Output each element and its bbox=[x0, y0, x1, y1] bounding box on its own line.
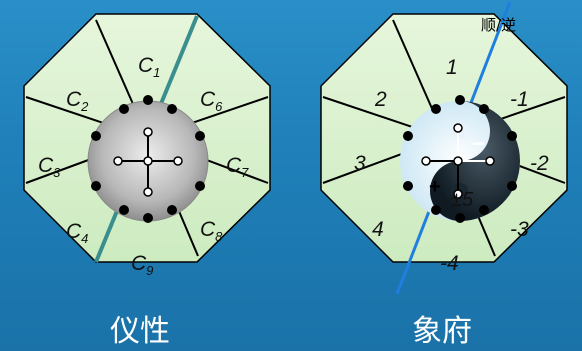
rim-dot bbox=[507, 181, 517, 191]
sector-subscript: 7 bbox=[241, 165, 249, 180]
rim-dot bbox=[455, 95, 465, 105]
cross-node bbox=[144, 188, 152, 196]
left-caption: 仪性 bbox=[110, 306, 170, 350]
center-plus-sign: + bbox=[429, 176, 441, 198]
sector-label: -3 bbox=[510, 218, 529, 241]
rim-dot bbox=[167, 104, 177, 114]
rim-dot bbox=[479, 104, 489, 114]
rim-dot bbox=[431, 205, 441, 215]
cross-node bbox=[422, 157, 430, 165]
center-value-label: ±5 bbox=[451, 189, 474, 211]
rim-dot bbox=[119, 205, 129, 215]
rim-dot bbox=[167, 205, 177, 215]
sector-label: 2 bbox=[374, 88, 387, 111]
sector-subscript: 6 bbox=[215, 99, 223, 114]
rim-dot bbox=[143, 95, 153, 105]
sector-subscript: 3 bbox=[53, 165, 61, 180]
sector-label: 3 bbox=[354, 152, 366, 175]
rim-dot bbox=[91, 181, 101, 191]
direction-label: 顺/逆 bbox=[481, 14, 516, 35]
sector-subscript: 9 bbox=[146, 263, 153, 278]
rim-dot bbox=[507, 131, 517, 141]
sector-label: -1 bbox=[510, 88, 529, 111]
rim-dot bbox=[143, 213, 153, 223]
cross-node bbox=[144, 157, 152, 165]
rim-dot bbox=[479, 205, 489, 215]
rim-dot bbox=[455, 213, 465, 223]
rim-dot bbox=[403, 181, 413, 191]
right-octagon-diagram: + − ±5 1 2 3 4 -4 -3 -2 -1 bbox=[321, 2, 567, 294]
center-minus-sign: − bbox=[472, 131, 485, 156]
sector-label: 1 bbox=[446, 56, 458, 79]
cross-node bbox=[454, 124, 462, 132]
sector-label: 4 bbox=[372, 218, 384, 241]
rim-dot bbox=[431, 104, 441, 114]
cross-node bbox=[114, 157, 122, 165]
rim-dot bbox=[119, 104, 129, 114]
rim-dot bbox=[195, 131, 205, 141]
sector-label: -2 bbox=[530, 152, 549, 175]
sector-subscript: 2 bbox=[80, 99, 89, 114]
sector-label: -4 bbox=[440, 252, 459, 275]
cross-node bbox=[454, 157, 462, 165]
rim-dot bbox=[403, 131, 413, 141]
cross-node bbox=[174, 157, 182, 165]
rim-dot bbox=[91, 131, 101, 141]
cross-node bbox=[144, 128, 152, 136]
right-caption: 象府 bbox=[412, 306, 472, 350]
sector-subscript: 8 bbox=[215, 229, 223, 244]
sector-subscript: 4 bbox=[81, 231, 88, 246]
cross-node bbox=[486, 157, 494, 165]
sector-subscript: 1 bbox=[153, 65, 160, 80]
rim-dot bbox=[195, 181, 205, 191]
